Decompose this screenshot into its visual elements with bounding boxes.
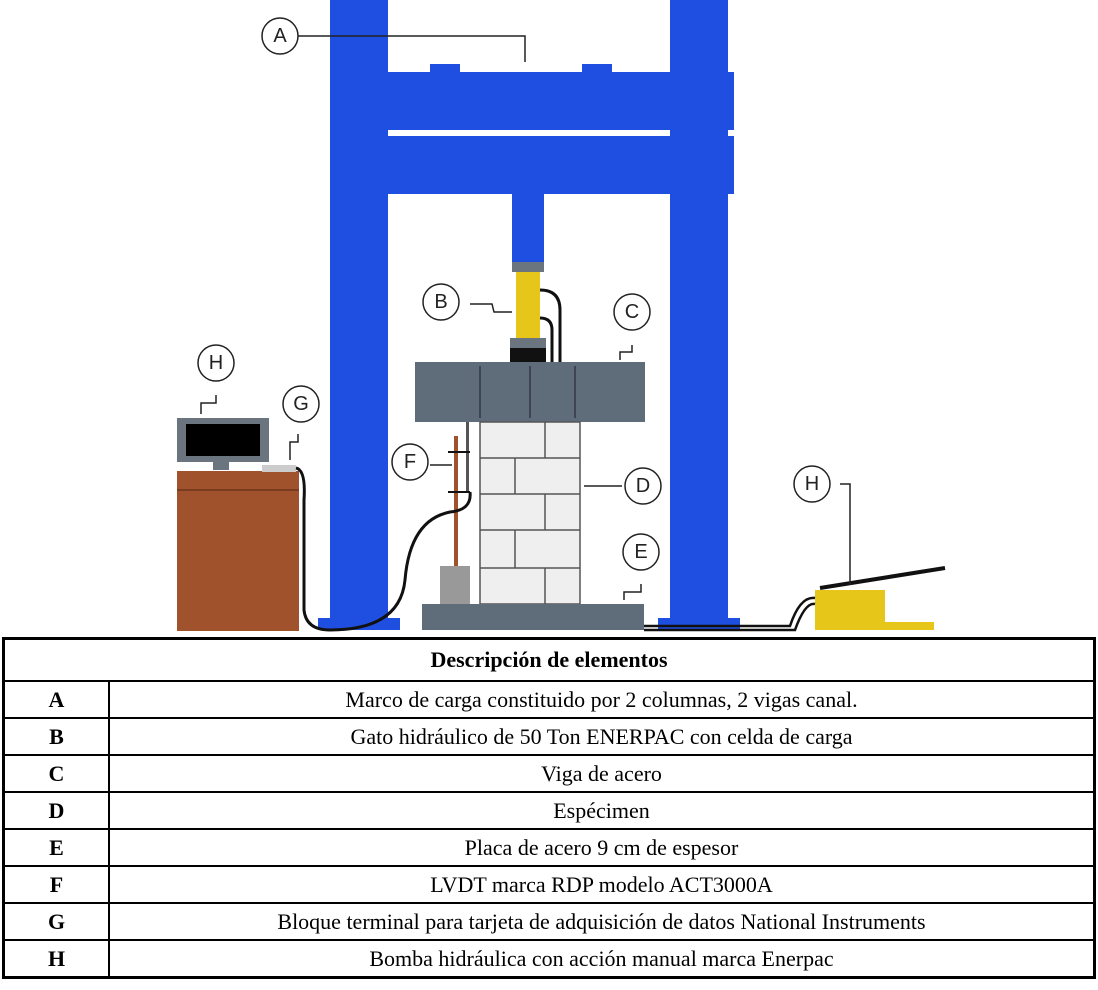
row-key: B: [2, 717, 110, 756]
callout-f: F: [404, 451, 416, 473]
row-desc: Marco de carga constituido por 2 columna…: [108, 680, 1096, 719]
callouts: [197, 17, 851, 600]
row-desc: Gato hidráulico de 50 Ton ENERPAC con ce…: [108, 717, 1096, 756]
row-key: G: [2, 902, 110, 941]
callout-g: G: [293, 393, 309, 415]
steel-beam: [415, 362, 645, 422]
row-key: F: [2, 865, 110, 904]
row-desc: Bloque terminal para tarjeta de adquisic…: [108, 902, 1096, 941]
row-desc: Bomba hidráulica con acción manual marca…: [108, 939, 1096, 979]
row-key: C: [2, 754, 110, 793]
steel-plate: [422, 604, 644, 630]
row-key: D: [2, 791, 110, 830]
row-key: H: [2, 939, 110, 979]
computer-desk: [177, 418, 299, 631]
callout-h-pump: H: [805, 473, 819, 495]
callout-d: D: [636, 475, 650, 497]
callout-b: B: [434, 291, 447, 313]
load-frame: [318, 0, 740, 630]
hydraulic-jack: [516, 272, 540, 338]
callout-c: C: [625, 301, 639, 323]
row-desc: LVDT marca RDP modelo ACT3000A: [108, 865, 1096, 904]
callout-a: A: [273, 25, 287, 47]
row-desc: Viga de acero: [108, 754, 1096, 793]
test-setup-diagram: A B C D E F G H H: [177, 0, 946, 632]
row-desc: Placa de acero 9 cm de espesor: [108, 828, 1096, 867]
terminal-block: [262, 465, 296, 472]
lvdt: [440, 422, 470, 604]
callout-e: E: [634, 541, 647, 563]
row-desc: Espécimen: [108, 791, 1096, 830]
row-key: A: [2, 680, 110, 719]
row-key: E: [2, 828, 110, 867]
load-cell: [510, 348, 546, 364]
specimen: [479, 421, 581, 605]
table-title: Descripción de elementos: [2, 637, 1096, 682]
callout-h-computer: H: [209, 352, 223, 374]
hydraulic-pump: [644, 566, 946, 632]
